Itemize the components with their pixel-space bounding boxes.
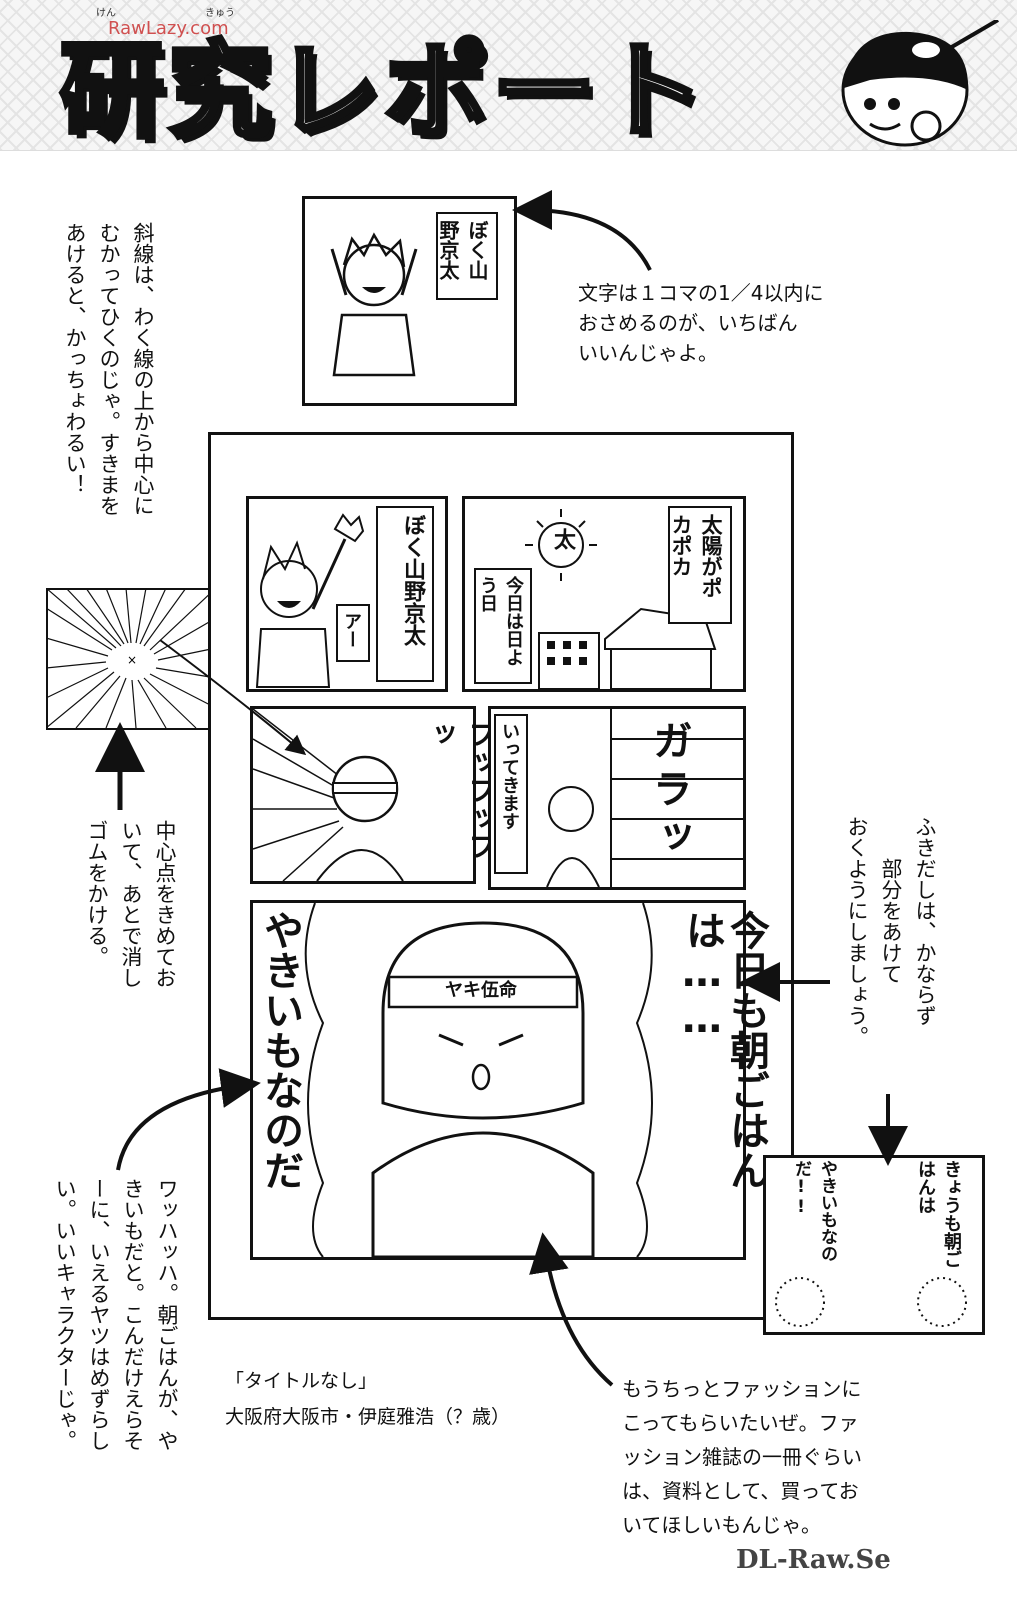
note-fashion: もうちっとファッションに こってもらいたいぜ。ファ ッション雑誌の一冊ぐらい は… bbox=[622, 1377, 862, 1537]
note-diagonal-lines: 斜線は、わく線の上から中心に むかってひくのじゃ。すきまを あけると、かっちょわ… bbox=[63, 222, 155, 516]
professor-mascot-icon bbox=[841, 20, 1000, 147]
watermark-bottom: DL-Raw.Se bbox=[736, 1545, 891, 1575]
panel4-speech: いってきます bbox=[494, 714, 528, 874]
panel2-bubble-left: 今日は日よう日 bbox=[474, 568, 532, 684]
note-balloon: ふきだしは、かならず 部分をあけて おくようにしましょう。 bbox=[845, 816, 937, 1047]
panel4-sfx: ガラッ bbox=[646, 720, 692, 864]
headband-text: ヤキ伍命 bbox=[445, 980, 517, 1001]
arrow-character bbox=[116, 1068, 261, 1171]
boy-from-behind-icon bbox=[253, 709, 404, 881]
watermark-top: RawLazy.com bbox=[108, 18, 229, 39]
side-bubble-right: きょうも朝ごはんは bbox=[915, 1160, 962, 1268]
speed-lines-diagram: × bbox=[46, 588, 218, 730]
credit-author: 大阪府大阪市・伊庭雅浩（？歳） bbox=[225, 1406, 511, 1428]
page-title: 研究レポート bbox=[57, 28, 709, 155]
boy-figure-icon bbox=[330, 232, 418, 377]
arrow-text-size bbox=[512, 190, 652, 271]
panel5-line1: 今日も朝ごはんは…… bbox=[679, 910, 769, 1190]
door-scene-icon bbox=[546, 709, 743, 887]
arrow-diagonal bbox=[159, 639, 307, 756]
panel1-bubble: ぼく山野京太 bbox=[376, 506, 434, 682]
example-panel-side bbox=[763, 1155, 985, 1335]
girl-with-headband-icon bbox=[304, 903, 653, 1257]
example-bubble: ぼく山野京太 bbox=[436, 212, 498, 300]
arrow-fashion bbox=[529, 1232, 614, 1387]
sun-label: 太 bbox=[550, 528, 575, 550]
title-ruby-1: けん bbox=[96, 8, 116, 19]
comic-panel-4 bbox=[488, 706, 746, 890]
side-dotted-circles bbox=[775, 1277, 967, 1327]
note-text-size: 文字は１コマの1／4以内に おさめるのが、いちばん いいんじゃよ。 bbox=[578, 281, 824, 365]
side-bubble-left: やきいもなのだ!! bbox=[791, 1160, 837, 1262]
credit-title: 「タイトルなし」 bbox=[225, 1370, 378, 1392]
note-character: ワッハッハ。朝ごはんが、や きいもだと。こんだけえらそ ーに、いえるヤツはめずら… bbox=[53, 1178, 179, 1451]
panel2-bubble-right: 太陽がポカポカ bbox=[668, 506, 732, 624]
note-center-point: 中心点をきめてお いて、あとで消し ゴムをかける。 bbox=[85, 820, 177, 988]
comic-panel-5 bbox=[250, 900, 746, 1260]
svg-text:×: × bbox=[127, 653, 137, 667]
panel1-shout: アー bbox=[336, 604, 370, 662]
title-ruby-2: きゅう bbox=[205, 8, 235, 19]
boy-waving-icon bbox=[255, 513, 365, 688]
panel5-line2: やきいもなのだ bbox=[257, 910, 303, 1190]
